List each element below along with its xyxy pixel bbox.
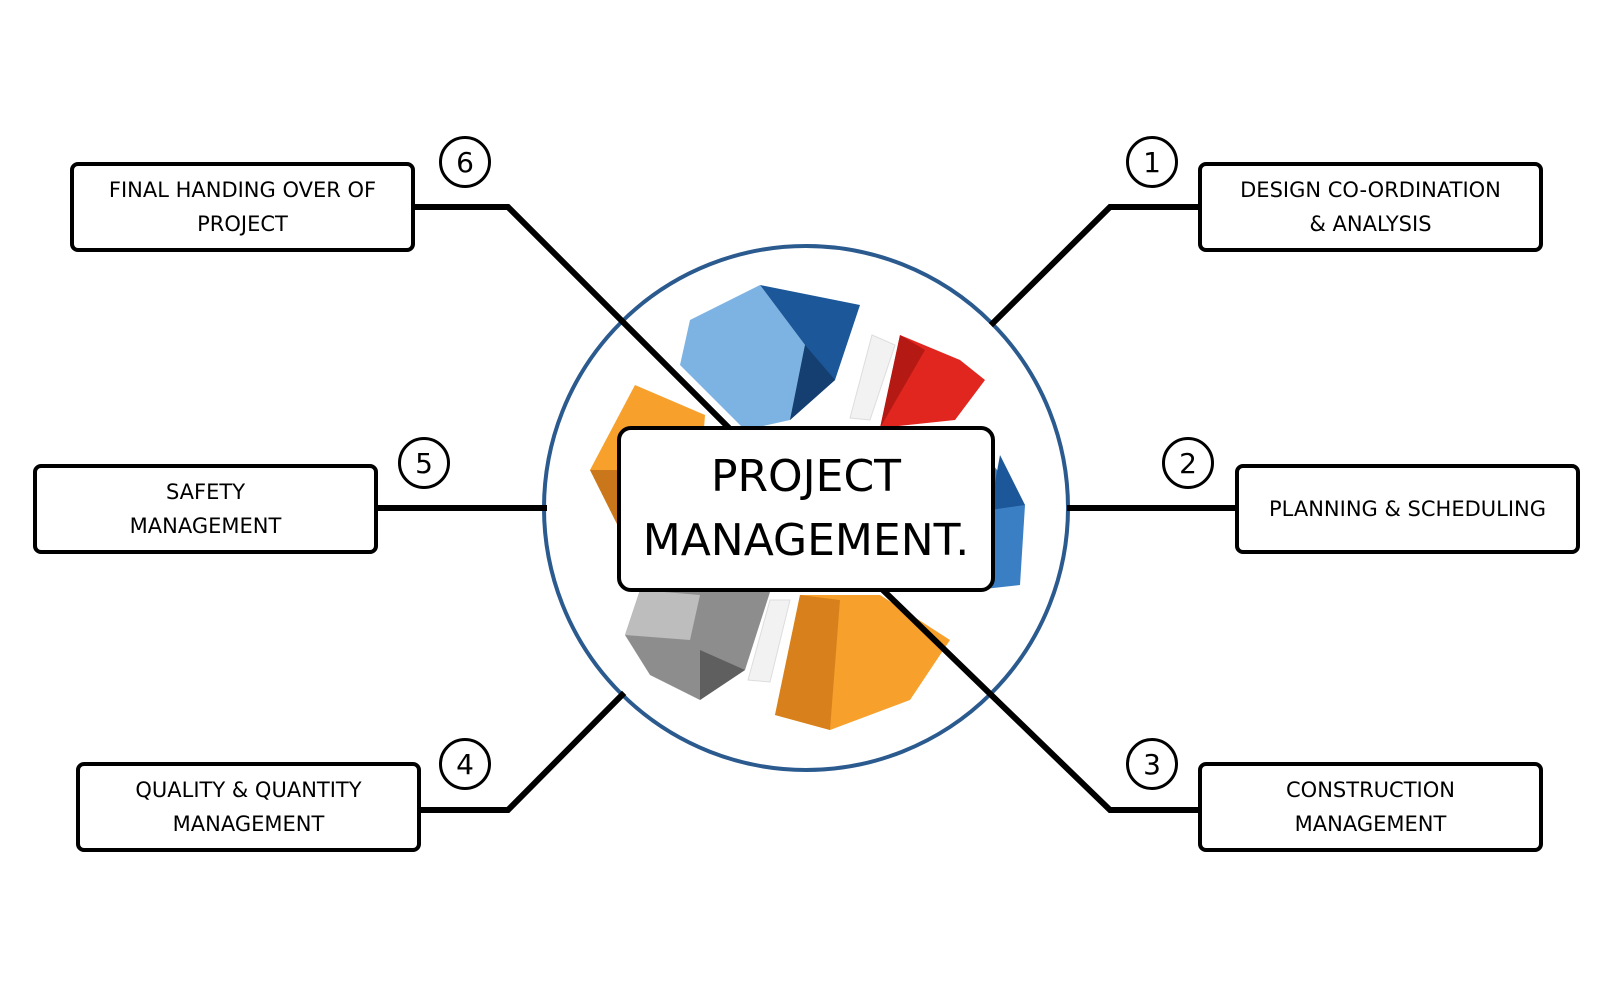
connector-lines — [375, 204, 1238, 813]
step-number-badge-3: 3 — [1126, 738, 1178, 790]
step-number-badge-1: 1 — [1126, 136, 1178, 188]
step-box-safety-management: SAFETY MANAGEMENT — [33, 464, 378, 554]
step-box-design-coordination: DESIGN CO-ORDINATION & ANALYSIS — [1198, 162, 1543, 252]
connector-1 — [988, 204, 1201, 328]
center-title: PROJECT MANAGEMENT. — [617, 426, 995, 592]
step-number-badge-2: 2 — [1162, 437, 1214, 489]
connector-3 — [880, 587, 1201, 813]
step-number-badge-6: 6 — [439, 136, 491, 188]
step-box-planning-scheduling: PLANNING & SCHEDULING — [1235, 464, 1580, 554]
step-box-construction-management: CONSTRUCTION MANAGEMENT — [1198, 762, 1543, 852]
step-number-badge-5: 5 — [398, 437, 450, 489]
connector-6 — [415, 204, 732, 431]
step-box-final-handing-over: FINAL HANDING OVER OF PROJECT — [70, 162, 415, 252]
connector-4 — [415, 690, 627, 813]
step-box-quality-quantity: QUALITY & QUANTITY MANAGEMENT — [76, 762, 421, 852]
step-number-badge-4: 4 — [439, 738, 491, 790]
